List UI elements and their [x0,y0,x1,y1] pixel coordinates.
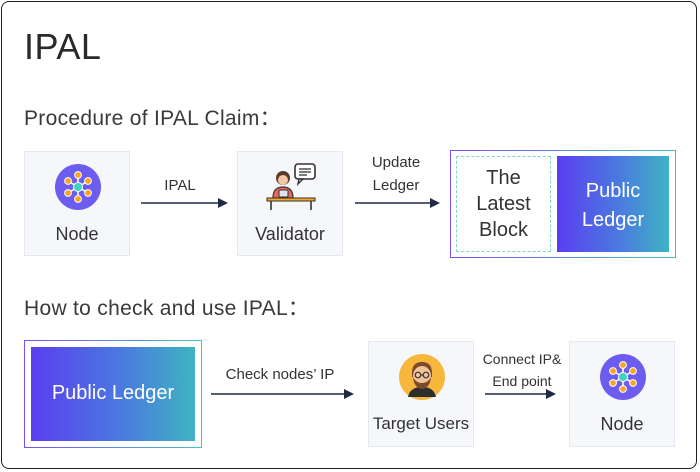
public-ledger-block: Public Ledger [557,156,669,252]
node-card: Node [24,151,130,256]
latest-block-line2: Latest [476,193,531,215]
latest-block-box: The Latest Block [456,156,551,252]
target-users-label: Target Users [372,414,470,433]
latest-block-line1: The [486,167,521,189]
arrow-label-update-line1: Update [371,154,421,171]
page-title: IPAL [24,26,102,67]
user-avatar-icon [399,354,445,400]
person-at-desk-icon [266,163,316,210]
arrow-ledger-to-users [211,389,354,399]
arrow-label-ipal: IPAL [164,177,196,194]
section-heading-claim: Procedure of IPAL Claim： [24,107,281,130]
network-node-icon [55,164,101,210]
section-heading-check: How to check and use IPAL： [24,297,310,320]
public-ledger-line2: Ledger [581,209,645,231]
arrow-validator-to-ledger [355,198,440,208]
target-users-card: Target Users [368,341,474,447]
node-card-2: Node [569,341,675,447]
latest-block-line3: Block [479,219,528,241]
arrow-label-update-ledger: Update Ledger [356,151,436,197]
node-label: Node [55,224,99,244]
public-ledger-label: Public Ledger [51,382,175,404]
arrow-node-to-validator [141,198,228,208]
validator-label: Validator [255,224,325,244]
node-label-2: Node [600,414,644,434]
public-ledger-source: Public Ledger [31,347,195,441]
network-node-icon [600,354,646,400]
validator-card: Validator [237,151,343,256]
arrow-label-connect: Connect IP& End point [478,348,566,392]
arrow-users-to-node [485,389,556,399]
arrow-label-update-line2: Ledger [372,177,420,194]
public-ledger-line1: Public [585,180,641,202]
arrow-label-connect-line1: Connect IP& [482,351,562,367]
arrow-label-check-ip: Check nodes’ IP [225,366,335,383]
arrow-label-connect-line2: End point [492,373,552,389]
